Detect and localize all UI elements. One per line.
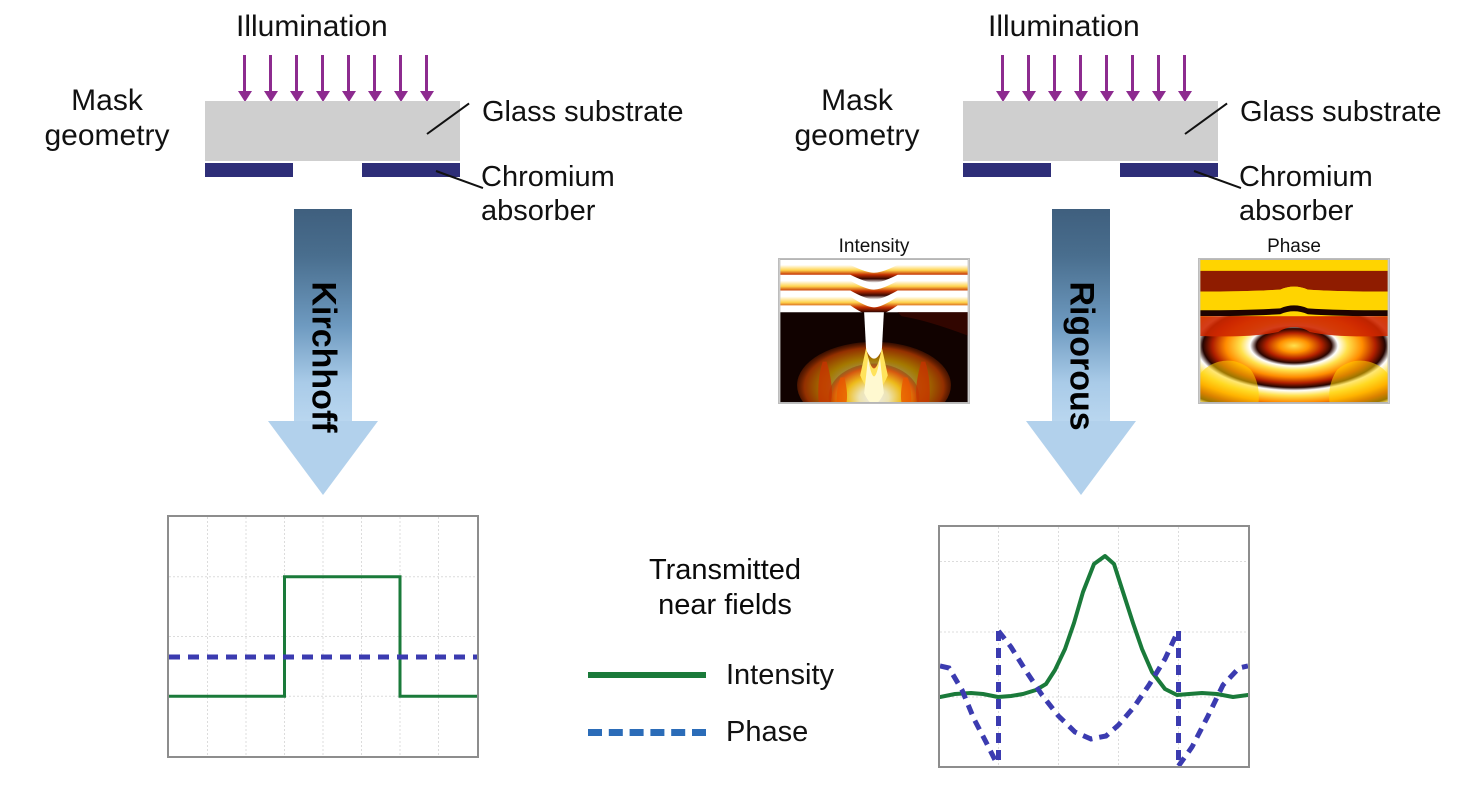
illumination-label-left: Illumination <box>236 10 388 43</box>
near-field-phase-caption: Phase <box>1267 236 1321 257</box>
illumination-arrows-left <box>238 55 443 105</box>
chromium-absorber-left-b <box>362 163 460 177</box>
plot-rigorous-near-field <box>938 525 1250 768</box>
mask-geometry-label-left: Mask geometry <box>44 84 170 152</box>
series-intensity-kirchhoff <box>169 575 477 698</box>
chromium-absorber-left-a <box>205 163 293 177</box>
series-intensity-rigorous <box>940 554 1248 699</box>
legend-entry-intensity: Intensity <box>588 659 890 692</box>
legend-title: Transmitted near fields <box>648 554 802 621</box>
glass-substrate-right <box>963 101 1218 161</box>
legend-label-intensity: Intensity <box>726 658 834 691</box>
near-field-intensity: Intensity <box>778 236 970 404</box>
callout-chromium-absorber-right: Chromium absorber <box>1239 161 1373 227</box>
plot-rigorous-svg <box>940 527 1248 766</box>
series-phase-rigorous <box>940 629 1248 766</box>
legend-label-phase: Phase <box>726 715 809 748</box>
method-arrow-shaft-kirchhoff <box>294 209 352 421</box>
method-arrow-label-kirchhoff: Kirchhoff <box>304 281 343 433</box>
method-arrow-head-kirchhoff <box>268 421 378 495</box>
callout-chromium-absorber-left: Chromium absorber <box>481 161 615 227</box>
near-field-intensity-caption: Intensity <box>838 236 910 257</box>
method-arrow-kirchhoff: Kirchhoff <box>268 209 378 495</box>
gridlines-rigorous <box>940 527 1248 766</box>
legend-swatch-phase-icon <box>588 728 706 736</box>
chromium-absorber-right-a <box>963 163 1051 177</box>
callout-glass-substrate-right: Glass substrate <box>1240 96 1442 128</box>
method-arrow-label-rigorous: Rigorous <box>1062 281 1101 431</box>
near-field-phase-image <box>1198 258 1390 404</box>
legend-entry-phase: Phase <box>588 716 890 749</box>
legend-transmitted-near-fields: Transmitted near fields Intensity Phase <box>560 553 890 749</box>
callout-glass-substrate-left: Glass substrate <box>482 96 684 128</box>
gridlines-kirchhoff <box>169 517 477 756</box>
legend-swatch-intensity-icon <box>588 672 706 679</box>
glass-substrate-left <box>205 101 460 161</box>
illumination-arrows-right <box>996 55 1201 105</box>
illumination-label-right: Illumination <box>988 10 1140 43</box>
chromium-absorber-right-b <box>1120 163 1218 177</box>
plot-kirchhoff-near-field <box>167 515 479 758</box>
near-field-phase: Phase <box>1198 236 1390 404</box>
plot-kirchhoff-svg <box>169 517 477 756</box>
near-field-intensity-image <box>778 258 970 404</box>
method-arrow-rigorous: Rigorous <box>1026 209 1136 495</box>
method-arrow-shaft-rigorous <box>1052 209 1110 421</box>
method-arrow-head-rigorous <box>1026 421 1136 495</box>
mask-geometry-label-right: Mask geometry <box>794 84 920 152</box>
